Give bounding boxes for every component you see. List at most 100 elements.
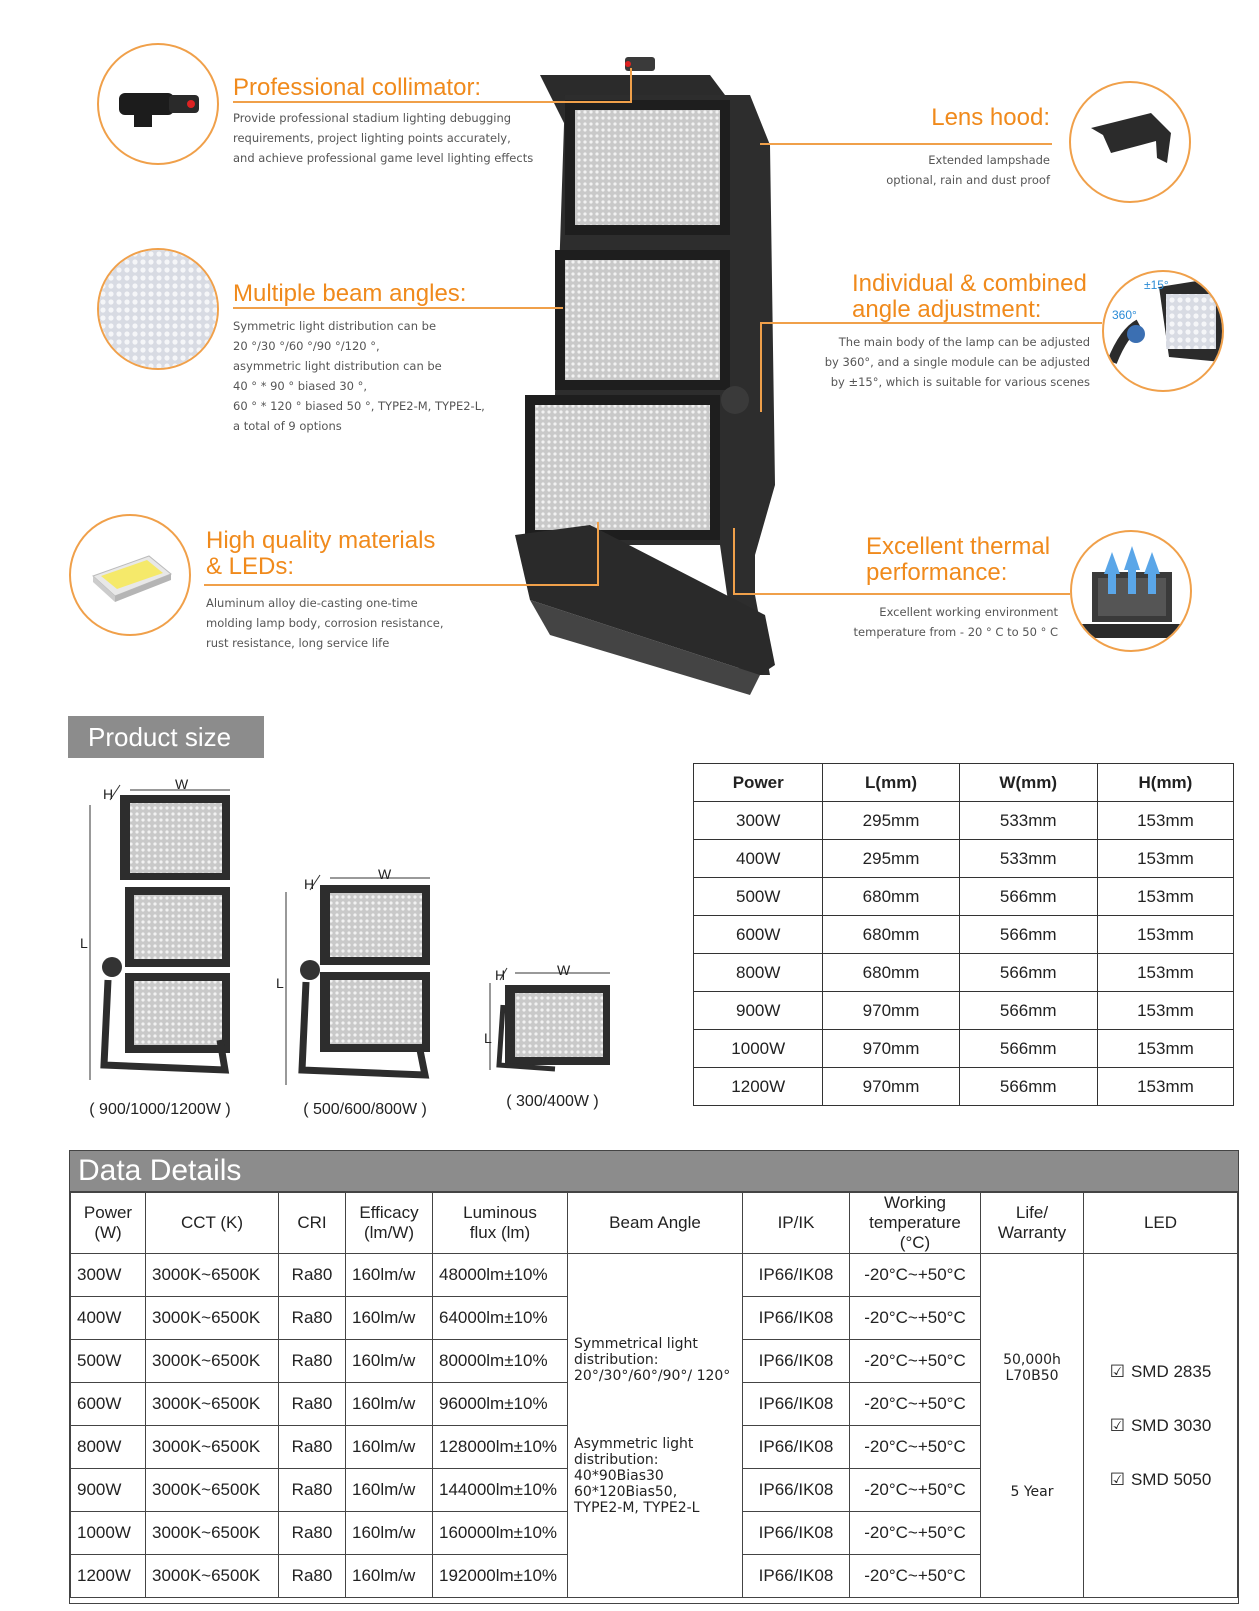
table-cell: 160lm/w [345, 1554, 433, 1598]
table-cell: 400W [70, 1296, 146, 1340]
dim-w: W [175, 776, 189, 792]
checkbox-icon: ☑ [1109, 1361, 1125, 1381]
size-diagram-900-1200 [89, 784, 230, 1080]
desc-line: optional, rain and dust proof [886, 173, 1050, 187]
angle-full-label: 360° [1112, 308, 1137, 322]
table-cell: 128000lm±10% [432, 1425, 568, 1469]
warranty-value: 5 Year [1010, 1483, 1054, 1500]
col-power: Power(W) [70, 1192, 146, 1254]
table-cell: 192000lm±10% [432, 1554, 568, 1598]
thermal-circle [1070, 530, 1192, 652]
beam-description: Symmetric light distribution can be 20 °… [233, 316, 485, 436]
led-option: ☑SMD 5050 [1090, 1470, 1231, 1490]
table-cell: 600W [692, 915, 824, 954]
table-cell: 3000K~6500K [145, 1511, 279, 1555]
table-cell: 500W [70, 1339, 146, 1383]
table-cell: -20°C~+50°C [849, 1296, 981, 1340]
table-cell: 566mm [958, 1067, 1098, 1106]
table-cell: 300W [70, 1253, 146, 1297]
table-cell: 80000lm±10% [432, 1339, 568, 1383]
desc-line: Excellent working environment [879, 605, 1058, 619]
beam-line: Asymmetric light [574, 1435, 694, 1452]
table-cell: 300W [692, 801, 824, 840]
title-line: Individual & combined [852, 270, 1087, 297]
dim-l: L [276, 975, 284, 991]
table-cell: 1200W [692, 1067, 824, 1106]
dim-h: H [103, 786, 114, 802]
angle-small-label: ±15° [1144, 278, 1169, 292]
materials-description: Aluminum alloy die-casting one-time mold… [206, 593, 444, 653]
table-cell: 3000K~6500K [145, 1554, 279, 1598]
table-cell: 1000W [70, 1511, 146, 1555]
header-line: (lm/W) [363, 1223, 415, 1242]
heat-sink-icon [1082, 546, 1182, 638]
collimator-leader-vertical [630, 68, 632, 103]
product-size-heading: Product size [68, 716, 264, 758]
collimator-title: Professional collimator: [233, 74, 482, 101]
diagram-caption: ( 300/400W ) [506, 1093, 599, 1110]
table-cell: IP66/IK08 [742, 1382, 850, 1426]
materials-leader [204, 584, 599, 586]
table-cell: 3000K~6500K [145, 1382, 279, 1426]
table-cell: -20°C~+50°C [849, 1468, 981, 1512]
table-cell: IP66/IK08 [742, 1511, 850, 1555]
col-height: H(mm) [1096, 763, 1235, 802]
beam-line: 20°/30°/60°/90°/ 120° [574, 1367, 731, 1384]
table-cell: 3000K~6500K [145, 1296, 279, 1340]
table-cell: 800W [692, 953, 824, 992]
table-cell: 153mm [1096, 877, 1235, 916]
collimator-leader [233, 101, 632, 103]
table-cell: IP66/IK08 [742, 1425, 850, 1469]
table-cell: 500W [692, 877, 824, 916]
floodlight-product-image [515, 57, 775, 695]
table-cell: -20°C~+50°C [849, 1253, 981, 1297]
desc-line: requirements, project lighting points ac… [233, 131, 511, 145]
led-option: ☑SMD 2835 [1090, 1362, 1231, 1382]
table-cell: 48000lm±10% [432, 1253, 568, 1297]
header-line: Efficacy [359, 1203, 419, 1222]
desc-line: temperature from - 20 ° C to 50 ° C [853, 625, 1058, 639]
desc-line: a total of 9 options [233, 419, 342, 433]
dim-l: L [80, 935, 88, 951]
table-cell: 295mm [822, 839, 960, 878]
col-width: W(mm) [958, 763, 1098, 802]
life-line: L70B50 [1005, 1367, 1059, 1384]
table-cell: -20°C~+50°C [849, 1511, 981, 1555]
table-cell: 153mm [1096, 915, 1235, 954]
table-cell: 900W [70, 1468, 146, 1512]
col-beam: Beam Angle [567, 1192, 743, 1254]
table-cell: 3000K~6500K [145, 1339, 279, 1383]
title-line: Excellent thermal [866, 533, 1051, 560]
table-cell: Ra80 [278, 1253, 346, 1297]
header-line: Working [883, 1193, 947, 1212]
thermal-description: Excellent working environment temperatur… [800, 602, 1058, 642]
header-line: Warranty [997, 1223, 1067, 1242]
col-cct: CCT (K) [145, 1192, 279, 1254]
table-cell: Ra80 [278, 1425, 346, 1469]
desc-line: Aluminum alloy die-casting one-time [206, 596, 418, 610]
adjust-leader-vertical [760, 322, 762, 412]
lens-array-icon [99, 250, 217, 368]
table-cell: 566mm [958, 877, 1098, 916]
title-line: High quality materials [206, 527, 436, 554]
header-line: (W) [94, 1223, 122, 1242]
hood-description: Extended lampshade optional, rain and du… [800, 150, 1050, 190]
table-cell: IP66/IK08 [742, 1468, 850, 1512]
beam-line: 40*90Bias30 [574, 1467, 664, 1484]
beam-line: distribution: [574, 1351, 659, 1368]
table-cell: 3000K~6500K [145, 1253, 279, 1297]
checkbox-icon: ☑ [1109, 1469, 1125, 1489]
led-option: ☑SMD 3030 [1090, 1416, 1231, 1436]
